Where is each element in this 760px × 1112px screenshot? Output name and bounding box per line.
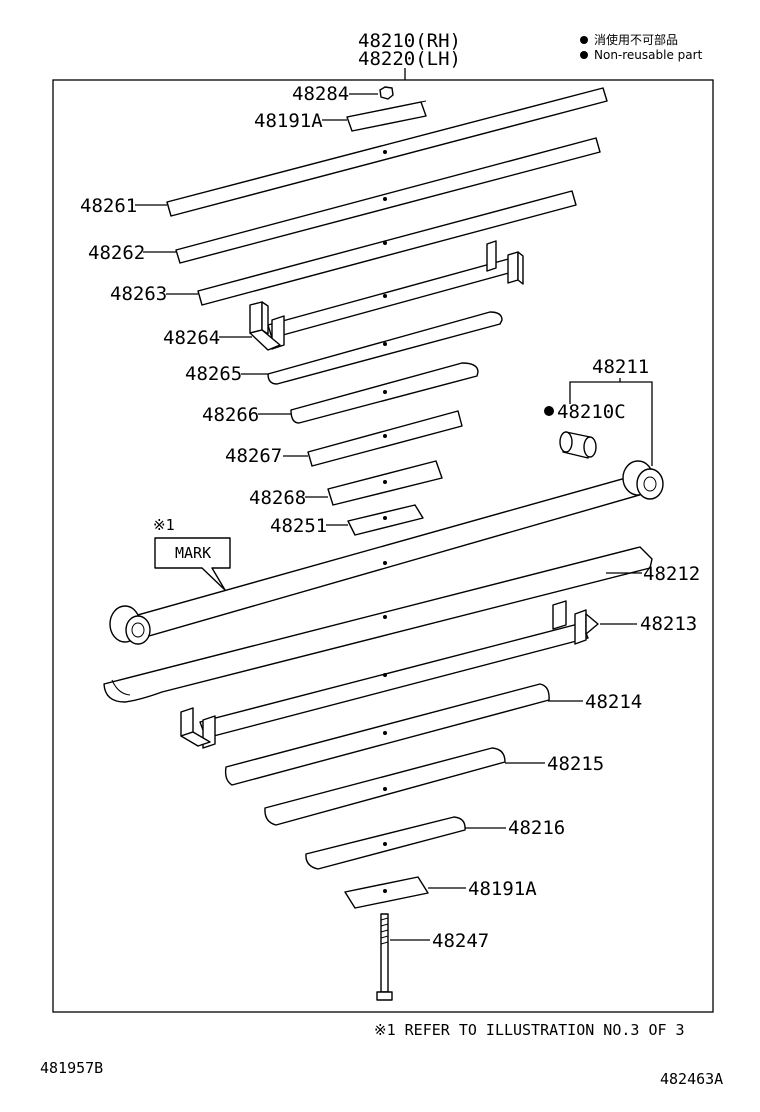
main-leaf-center-hole: [383, 561, 387, 565]
label-48216: 48216: [508, 817, 565, 839]
assembly-number-lh: 48220(LH): [358, 48, 461, 70]
leaf-48212-center-hole: [383, 615, 387, 619]
pad-48191A-bottom-hole: [383, 889, 387, 893]
label-48215: 48215: [547, 753, 604, 775]
pad-48191A-bottom: [344, 876, 429, 909]
mark-ref-symbol: ※1: [153, 516, 175, 534]
leaf-48214-center-hole: [383, 731, 387, 735]
center-bolt-48247: [376, 913, 393, 1001]
leaf-48214: [224, 683, 550, 786]
mark-callout: [154, 537, 231, 591]
leaf-48213: [199, 622, 589, 739]
leaf-48266-center-hole: [383, 390, 387, 394]
non-reusable-marker-48210C: [544, 406, 554, 416]
main-leaf-eye-left: [109, 605, 151, 645]
leaf-48215: [264, 747, 506, 826]
leaf-48262: [175, 137, 601, 264]
leaf-48215-center-hole: [383, 787, 387, 791]
label-48268: 48268: [249, 487, 306, 509]
leaf-48263-center-hole: [383, 241, 387, 245]
leaf-48267: [307, 410, 463, 467]
label-48267: 48267: [225, 445, 282, 467]
label-48214: 48214: [585, 691, 642, 713]
label-48284: 48284: [292, 83, 349, 105]
leaf-48213-center-hole: [383, 673, 387, 677]
non-reusable-bullet-jp: [580, 36, 588, 44]
leaf-48216-center-hole: [383, 842, 387, 846]
spacer-48251: [347, 504, 424, 536]
leaf-48212-wrap: [111, 679, 131, 696]
label-48191A-bottom: 48191A: [468, 878, 537, 900]
label-48266: 48266: [202, 404, 259, 426]
label-48262: 48262: [88, 242, 145, 264]
label-48263: 48263: [110, 283, 167, 305]
legend-en: Non-reusable part: [594, 48, 703, 62]
leaf-48265-center-hole: [383, 342, 387, 346]
spacer-48251-center-hole: [383, 516, 387, 520]
leaf-48261-end: [166, 201, 172, 217]
leaf-48212: [103, 546, 653, 703]
leader-48211: [569, 381, 653, 466]
pad-48191A-top: [346, 101, 427, 132]
bushing-48210C: [559, 431, 597, 459]
pad-48191A-top-edge: [346, 100, 427, 118]
leaf-48263: [197, 190, 577, 306]
legend-jp: 消使用不可部品: [594, 32, 678, 47]
leaf-48262-center-hole: [383, 197, 387, 201]
clip-48213-left: [180, 707, 216, 749]
label-48264: 48264: [163, 327, 220, 349]
label-48212: 48212: [643, 563, 700, 585]
footnote: ※1 REFER TO ILLUSTRATION NO.3 OF 3: [374, 1021, 685, 1039]
label-48251: 48251: [270, 515, 327, 537]
illustration-code-right: 482463A: [660, 1070, 723, 1088]
label-48265: 48265: [185, 363, 242, 385]
leaf-48267-center-hole: [383, 434, 387, 438]
clip-48264-left: [249, 301, 285, 351]
clip-48213-right: [552, 600, 599, 645]
assembly-number-rh: 48210(RH): [358, 30, 461, 52]
non-reusable-bullet-en: [580, 51, 588, 59]
leaf-48265: [267, 311, 503, 385]
label-48247: 48247: [432, 930, 489, 952]
mark-label: MARK: [175, 544, 211, 562]
illustration-code-left: 481957B: [40, 1059, 103, 1077]
diagram-frame: [52, 79, 714, 1013]
leaf-48264-center-hole: [383, 294, 387, 298]
label-48261: 48261: [80, 195, 137, 217]
label-48210C: 48210C: [557, 401, 626, 423]
nut-48284: [379, 86, 394, 100]
label-48191A-top: 48191A: [254, 110, 323, 132]
label-48213: 48213: [640, 613, 697, 635]
leaf-48261-center-hole: [383, 150, 387, 154]
label-48211: 48211: [592, 356, 649, 378]
main-leaf-eye-right: [622, 460, 664, 500]
leaf-48268-center-hole: [383, 480, 387, 484]
clip-48264-right: [486, 240, 524, 285]
